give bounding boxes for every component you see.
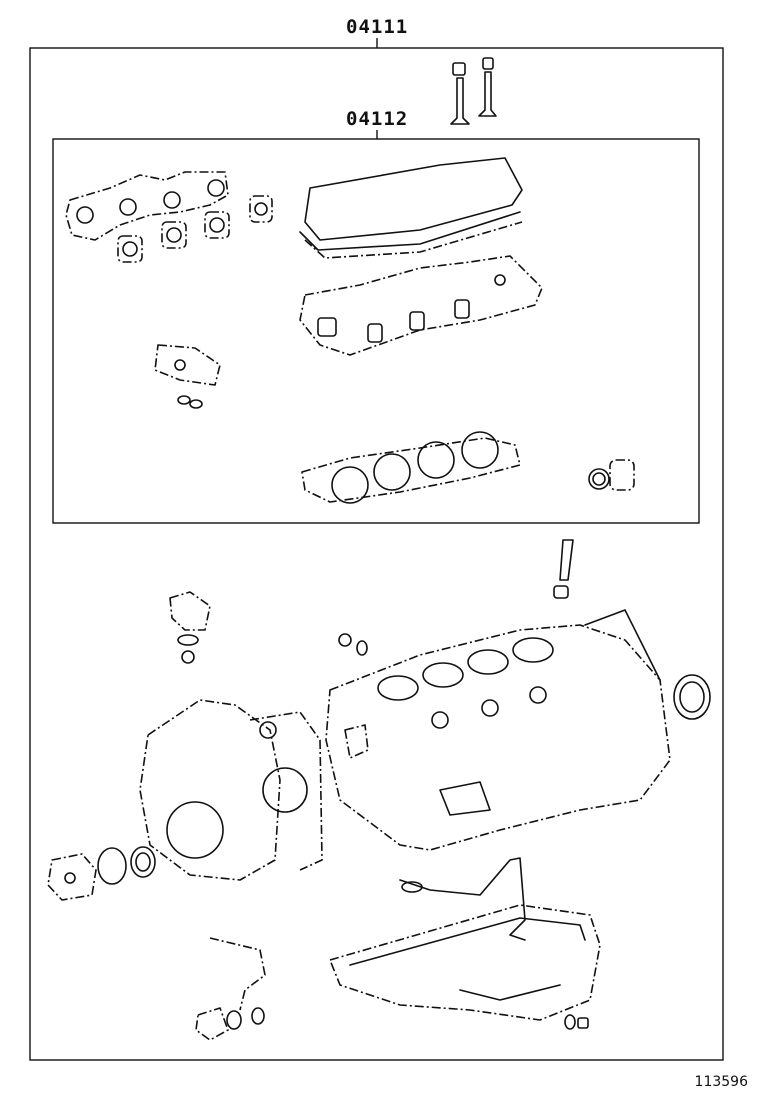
oil-strainer <box>399 857 526 941</box>
oil-pressure-parts <box>338 633 368 656</box>
water-inlet-parts <box>169 591 211 664</box>
oil-pump-gasket <box>195 937 266 1041</box>
cylinder-head-cover <box>299 157 523 259</box>
timing-gear-case <box>139 699 323 881</box>
rear-oil-seal <box>673 674 711 720</box>
callout-04111: 04111 <box>346 16 409 38</box>
dipstick-guide <box>553 539 574 599</box>
seal-parts <box>588 459 635 491</box>
oil-pan <box>329 904 601 1021</box>
camshaft-housing <box>299 255 543 356</box>
outer-kit-frame <box>29 47 724 1061</box>
drain-plug-parts <box>564 1014 589 1030</box>
manifold-gasket <box>65 171 273 263</box>
cylinder-head-gasket <box>301 431 521 504</box>
valve-stem-seal-parts <box>450 57 497 125</box>
water-outlet-gasket <box>154 344 221 409</box>
cylinder-block <box>325 609 671 851</box>
figure-number: 113596 <box>694 1074 748 1090</box>
front-seal-parts <box>47 846 156 901</box>
callout-04112: 04112 <box>346 108 409 130</box>
inner-kit-frame <box>52 138 700 524</box>
